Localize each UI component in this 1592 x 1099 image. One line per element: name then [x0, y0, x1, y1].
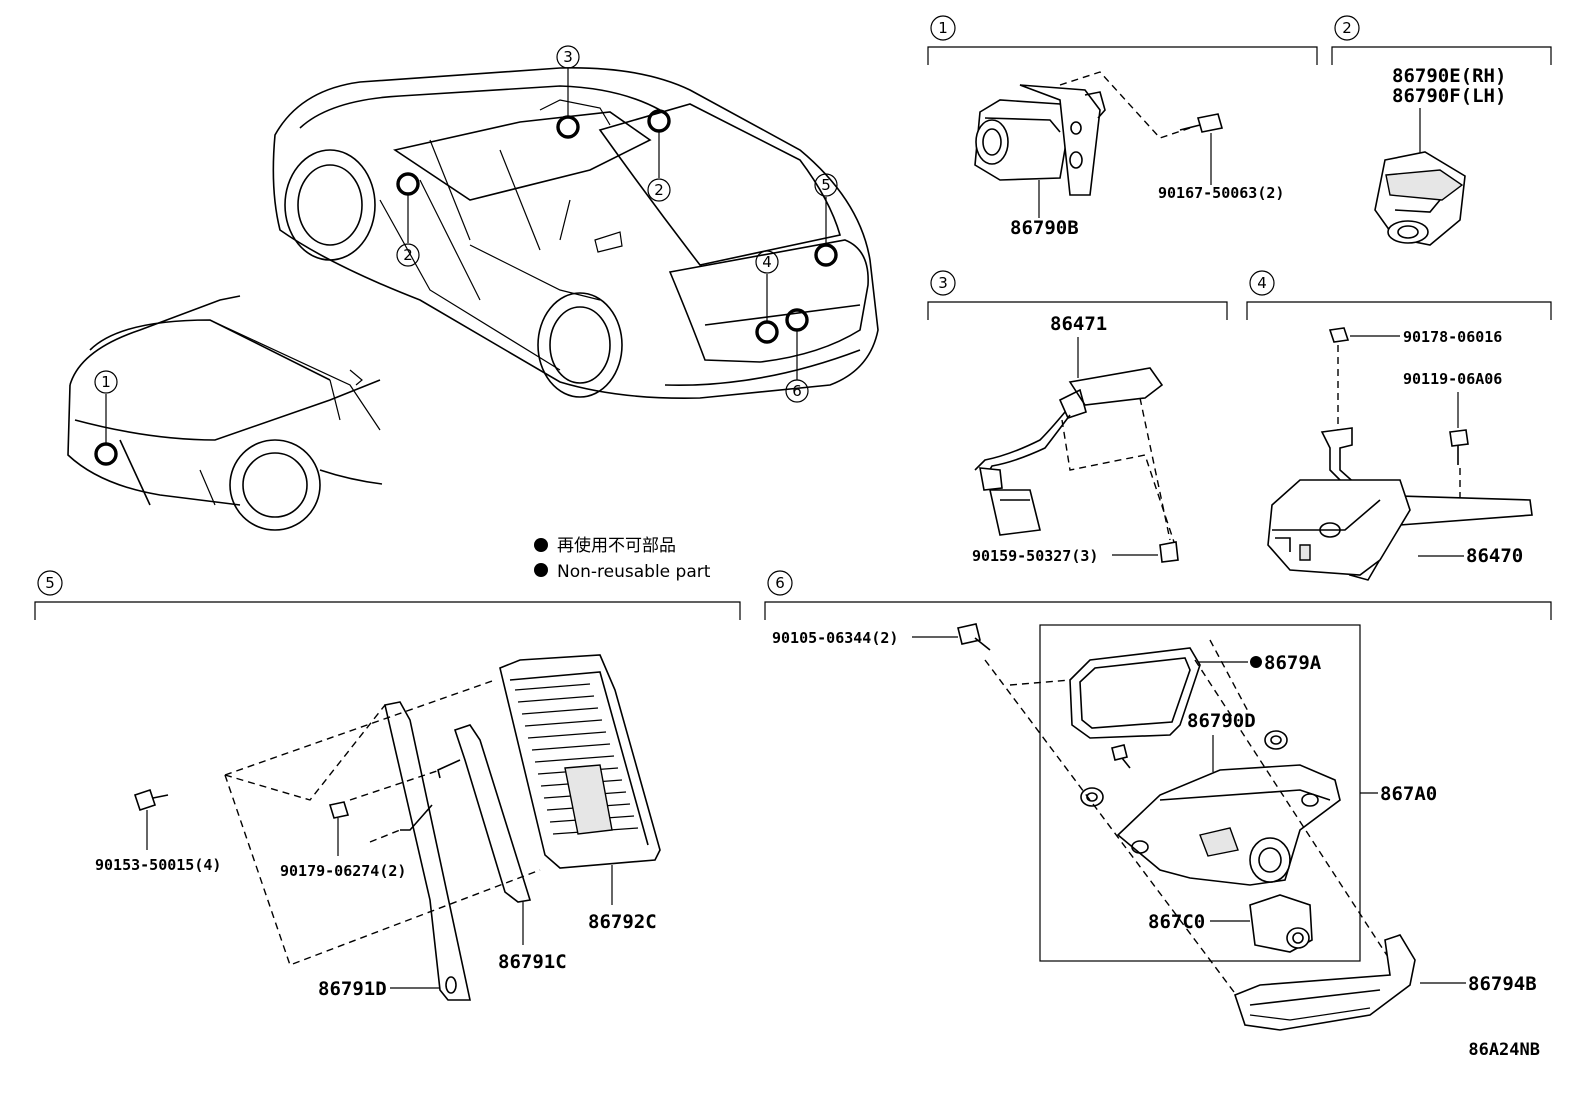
- part-86470: 86470: [1466, 545, 1523, 567]
- svg-text:6: 6: [775, 574, 785, 592]
- svg-text:1: 1: [938, 19, 948, 37]
- legend: 再使用不可部品 Non-reusable part: [534, 535, 711, 582]
- vehicle-rear-view: [272, 67, 879, 399]
- svg-text:4: 4: [1257, 274, 1267, 292]
- part-90105-06344: 90105-06344(2): [772, 629, 898, 647]
- svg-text:1: 1: [101, 373, 111, 391]
- part-90178-06016: 90178-06016: [1403, 328, 1502, 346]
- part-90159-50327: 90159-50327(3): [972, 547, 1098, 565]
- legend-en: Non-reusable part: [557, 562, 711, 582]
- callout-3-main: 3: [556, 45, 580, 69]
- part-86791D: 86791D: [318, 978, 387, 1000]
- part-86790B: 86790B: [1010, 217, 1079, 239]
- part-867C0: 867C0: [1148, 911, 1205, 933]
- section-1: 1 90167-50063(2) 86790B: [927, 15, 1318, 239]
- svg-text:2: 2: [1342, 19, 1352, 37]
- part-90179-06274: 90179-06274(2): [280, 862, 406, 880]
- part-86791C: 86791C: [498, 951, 567, 973]
- svg-text:6: 6: [792, 382, 802, 400]
- legend-jp: 再使用不可部品: [557, 535, 676, 556]
- part-86471: 86471: [1050, 313, 1107, 335]
- callout-2-upper: 2: [647, 178, 671, 202]
- diagram-id: 86A24NB: [1468, 1040, 1540, 1060]
- section-5: 5: [34, 570, 741, 1001]
- svg-text:2: 2: [654, 181, 664, 199]
- part-86792C: 86792C: [588, 911, 657, 933]
- section-3: 3 86471 90159-50327(3): [927, 270, 1228, 565]
- section-2: 2 86790E(RH) 86790F(LH): [1331, 15, 1552, 246]
- section-6: 6 90105-06344(2) 867A0 8679A 86790: [764, 570, 1552, 1031]
- part-90167-50063: 90167-50063(2): [1158, 184, 1284, 202]
- svg-text:5: 5: [821, 176, 831, 194]
- callout-2-left: 2: [396, 243, 420, 267]
- callout-1-front: 1: [94, 370, 118, 394]
- callout-5-main: 5: [814, 173, 838, 197]
- callout-4-main: 4: [755, 250, 779, 274]
- svg-text:5: 5: [45, 574, 55, 592]
- callout-6-main: 6: [785, 379, 809, 403]
- part-86790F-LH: 86790F(LH): [1392, 85, 1506, 107]
- part-86794B: 86794B: [1468, 973, 1537, 995]
- part-867A0: 867A0: [1380, 783, 1437, 805]
- part-8679A: 8679A: [1264, 652, 1322, 674]
- part-86790E-RH: 86790E(RH): [1392, 65, 1506, 87]
- part-90153-50015: 90153-50015(4): [95, 856, 221, 874]
- vehicle-front-view: [67, 295, 383, 531]
- svg-text:3: 3: [938, 274, 948, 292]
- part-90119-06A06: 90119-06A06: [1403, 370, 1502, 388]
- svg-text:4: 4: [762, 253, 772, 271]
- part-86790D: 86790D: [1187, 710, 1256, 732]
- svg-text:3: 3: [563, 48, 573, 66]
- section-4: 4 90178-06016 90119-06A06 86470: [1246, 270, 1552, 581]
- svg-text:2: 2: [403, 246, 413, 264]
